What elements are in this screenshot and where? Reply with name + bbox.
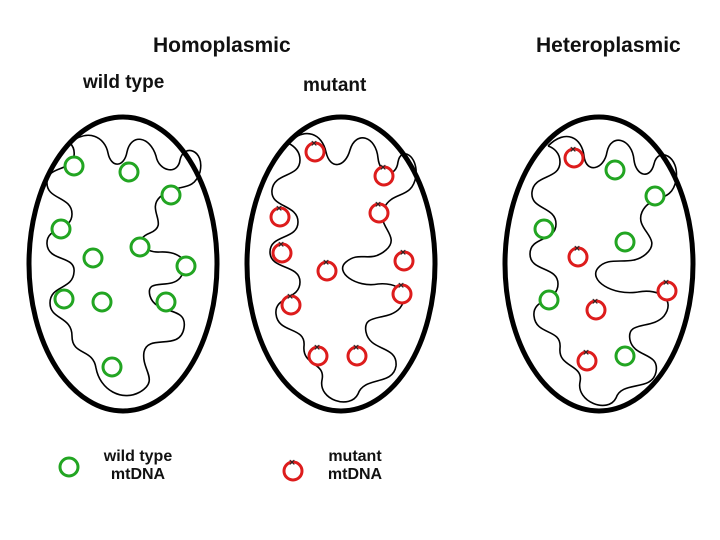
mutant-mtdna-circle-mutation-mark: × [591, 297, 599, 307]
wild-type-mtdna-circle [177, 257, 195, 275]
mutant-mtdna-circle-mutation-mark: × [275, 204, 283, 214]
mutant-mtdna-circle-mutation-mark: × [310, 139, 318, 149]
wild-type-mtdna-circle [535, 220, 553, 238]
label-wild-type: wild type [83, 72, 164, 94]
wild-type-mtdna-circle [162, 186, 180, 204]
title-heteroplasmic: Heteroplasmic [536, 34, 681, 58]
mutant-mtdna-circle-mutation-mark: × [399, 248, 407, 258]
wild-type-mtdna-circle [103, 358, 121, 376]
wild-type-mtdna-circle [55, 290, 73, 308]
wild-type-mtdna-circle [646, 187, 664, 205]
mutant-mtdna-circle-mutation-mark: × [313, 343, 321, 353]
wild-type-mtdna-circle [52, 220, 70, 238]
wild-type-mtdna-circle [120, 163, 138, 181]
mutant-mtdna-circle-mutation-mark: × [569, 145, 577, 155]
mutant-mtdna-circle-mutation-mark: × [379, 163, 387, 173]
mitochondrion-heteroplasmic-cristae [530, 137, 676, 406]
wild-type-mtdna-circle [540, 291, 558, 309]
mutant-mtdna-circle-mutation-mark: × [662, 278, 670, 288]
mutant-mtdna-circle-mutation-mark: × [573, 244, 581, 254]
legend-wild-type-label: wild type mtDNA [92, 448, 184, 484]
mutant-mtdna-circle-mutation-mark: × [286, 292, 294, 302]
mutant-mtdna-circle-mutation-mark: × [397, 281, 405, 291]
legend-wild-type-marker [60, 458, 78, 476]
wild-type-mtdna-circle [65, 157, 83, 175]
legend-mutant-label: mutant mtDNA [316, 448, 394, 484]
mutant-mtdna-circle-mutation-mark: × [277, 240, 285, 250]
mutant-mtdna-circle-mutation-mark: × [352, 343, 360, 353]
wild-type-mtdna-circle [606, 161, 624, 179]
mutant-mtdna-circle-mutation-mark: × [374, 200, 382, 210]
wild-type-mtdna-circle [616, 347, 634, 365]
mitochondrion-heteroplasmic-membrane [505, 117, 693, 411]
label-mutant: mutant [303, 75, 366, 97]
wild-type-mtdna-circle [131, 238, 149, 256]
mutant-mtdna-circle-mutation-mark: × [582, 348, 590, 358]
wild-type-mtdna-circle [157, 293, 175, 311]
title-homoplasmic: Homoplasmic [153, 34, 291, 58]
mutant-mtdna-circle-mutation-mark: × [322, 258, 330, 268]
wild-type-mtdna-circle [93, 293, 111, 311]
wild-type-mtdna-circle [84, 249, 102, 267]
legend-mutant-marker-mutation-mark: × [288, 458, 296, 468]
wild-type-mtdna-circle [616, 233, 634, 251]
